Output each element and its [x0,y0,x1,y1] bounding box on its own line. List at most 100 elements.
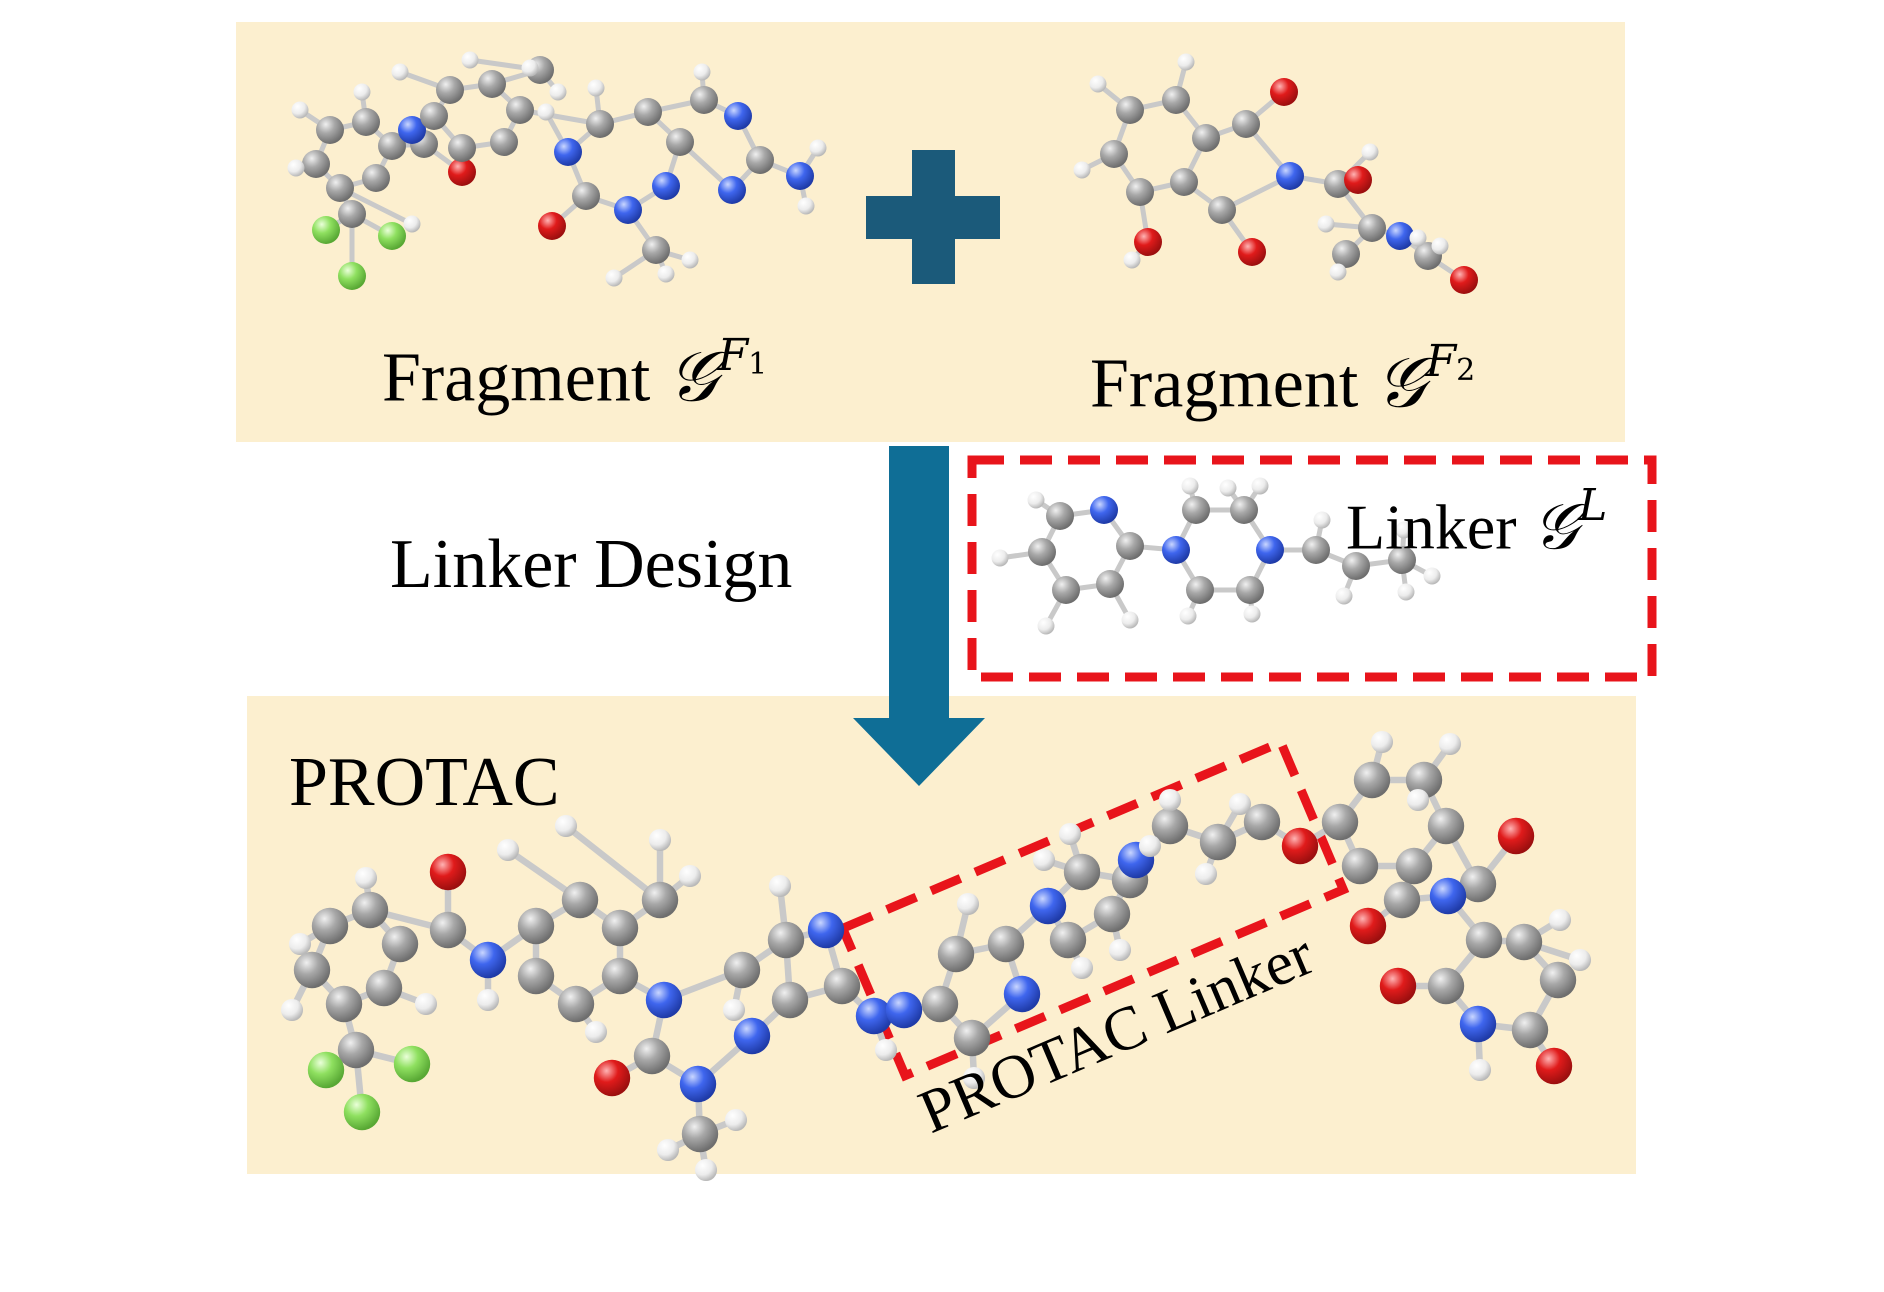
carbon-atom [1100,140,1128,168]
hydrogen-atom [648,828,672,852]
hydrogen-atom [287,159,305,177]
carbon-atom [506,96,534,124]
hydrogen-atom [1313,511,1331,529]
hydrogen-atom [1032,848,1056,872]
hydrogen-atom [1568,948,1592,972]
hydrogen-atom [1406,788,1430,812]
fragment1-molecule [287,51,827,290]
hydrogen-atom [280,998,304,1022]
hydrogen-atom [1423,567,1441,585]
hydrogen-atom [1438,732,1462,756]
carbon-atom [420,102,448,130]
carbon-atom [1182,496,1210,524]
oxygen-atom [1134,228,1162,256]
carbon-atom [1028,538,1056,566]
hydrogen-atom [353,83,371,101]
hydrogen-atom [414,992,438,1016]
oxygen-atom [1344,166,1372,194]
hydrogen-atom [461,51,479,69]
hydrogen-atom [521,59,539,77]
oxygen-atom [1270,78,1298,106]
hydrogen-atom [722,998,746,1022]
carbon-atom [490,128,518,156]
hydrogen-atom [681,251,699,269]
hydrogen-atom [1548,908,1572,932]
carbon-atom [1162,86,1190,114]
carbon-atom [311,907,349,945]
hydrogen-atom [694,1158,718,1182]
carbon-atom [572,182,600,210]
hydrogen-atom [1251,477,1269,495]
carbon-atom [365,969,403,1007]
carbon-atom [448,134,476,162]
hydrogen-atom [768,874,792,898]
fluorine-atom [378,222,406,250]
carbon-atom [302,150,330,178]
carbon-atom [1116,532,1144,560]
carbon-atom [338,200,366,228]
nitrogen-atom [614,196,642,224]
carbon-atom [1465,921,1503,959]
carbon-atom [1539,961,1577,999]
nitrogen-atom [645,981,683,1019]
hydrogen-atom [1397,583,1415,601]
carbon-atom [517,907,555,945]
carbon-atom [1342,552,1370,580]
carbon-atom [1302,536,1330,564]
carbon-atom [641,881,679,919]
carbon-atom [1395,847,1433,885]
carbon-atom [1236,576,1264,604]
hydrogen-atom [354,866,378,890]
carbon-atom [1126,178,1154,206]
carbon-atom [1046,502,1074,530]
hydrogen-atom [1468,1058,1492,1082]
hydrogen-atom [288,932,312,956]
carbon-atom [681,1115,719,1153]
carbon-atom [325,985,363,1023]
carbon-atom [1151,807,1189,845]
carbon-atom [316,116,344,144]
nitrogen-atom [1162,536,1190,564]
hydrogen-atom [554,814,578,838]
protac-label: PROTAC [289,744,560,821]
hydrogen-atom [1361,143,1379,161]
hydrogen-atom [1037,617,1055,635]
carbon-atom [921,985,959,1023]
carbon-atom [1341,847,1379,885]
carbon-atom [1358,214,1386,242]
nitrogen-atom [786,162,814,190]
hydrogen-atom [1177,53,1195,71]
carbon-atom [381,925,419,963]
hydrogen-atom [496,838,520,862]
carbon-atom [1243,803,1281,841]
fragment2-label: Fragment 𝒢F2 [1090,336,1476,424]
carbon-atom [1511,1011,1549,1049]
carbon-atom [352,108,380,136]
hydrogen-atom [1370,730,1394,754]
carbon-atom [633,1037,671,1075]
linker-molecule [991,477,1441,635]
carbon-atom [1052,576,1080,604]
carbon-atom [723,951,761,989]
carbon-atom [953,1019,991,1057]
nitrogen-atom [1003,975,1041,1013]
carbon-atom [634,98,662,126]
hydrogen-atom [678,864,702,888]
hydrogen-atom [584,1020,608,1044]
nitrogen-atom [1029,887,1067,925]
carbon-atom [1321,803,1359,841]
nitrogen-atom [807,911,845,949]
hydrogen-atom [1243,605,1261,623]
fluorine-atom [307,1051,345,1089]
carbon-atom [1199,823,1237,861]
carbon-atom [601,909,639,947]
fluorine-atom [343,1093,381,1131]
carbon-atom [1063,853,1101,891]
oxygen-atom [1497,817,1535,855]
carbon-atom [1459,865,1497,903]
carbon-atom [326,174,354,202]
carbon-atom [1192,124,1220,152]
hydrogen-atom [1158,788,1182,812]
carbon-atom [642,236,670,264]
nitrogen-atom [469,941,507,979]
